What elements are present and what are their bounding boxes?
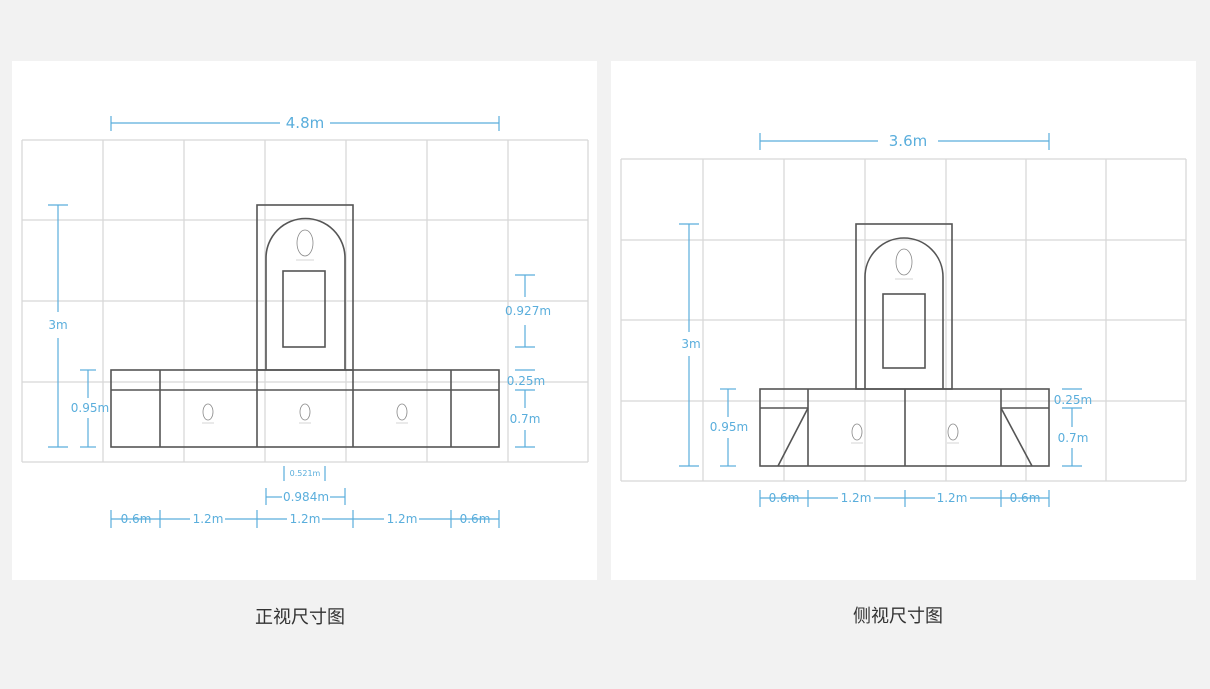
side-segment: 1.2m — [841, 491, 872, 505]
logo-icon — [395, 403, 409, 424]
side-dimensions — [679, 133, 1082, 507]
side-segment: 0.6m — [1010, 491, 1041, 505]
side-base-height: 0.95m — [710, 420, 748, 434]
front-arch-width: 0.984m — [283, 490, 329, 504]
logo-icon — [298, 403, 312, 424]
logo-icon — [201, 403, 215, 424]
side-booth-outline — [759, 223, 1050, 467]
front-booth-outline — [110, 204, 500, 448]
front-cabinet-height: 0.7m — [510, 412, 541, 426]
side-height: 3m — [681, 337, 700, 351]
front-total-width: 4.8m — [286, 114, 324, 132]
front-segment: 0.6m — [121, 512, 152, 526]
side-segment: 0.6m — [769, 491, 800, 505]
front-top-band: 0.25m — [507, 374, 545, 388]
front-screen-height: 0.927m — [505, 304, 551, 318]
logo-icon — [850, 423, 864, 444]
front-view-caption: 正视尺寸图 — [255, 607, 345, 628]
side-top-band: 0.25m — [1054, 393, 1092, 407]
side-grid — [620, 158, 1187, 482]
logo-icon — [894, 248, 914, 280]
front-base-height: 0.95m — [71, 401, 109, 415]
side-view-caption: 侧视尺寸图 — [853, 606, 943, 627]
front-screen-width: 0.521m — [290, 469, 321, 478]
front-segment: 1.2m — [387, 512, 418, 526]
logo-icon — [295, 229, 315, 261]
front-dimensions — [48, 116, 535, 528]
front-view-panel — [12, 61, 597, 580]
front-segment: 1.2m — [193, 512, 224, 526]
logo-icon — [946, 423, 960, 444]
side-total-width: 3.6m — [889, 132, 927, 150]
front-segment: 0.6m — [460, 512, 491, 526]
front-segment: 1.2m — [290, 512, 321, 526]
side-segment: 1.2m — [937, 491, 968, 505]
screen — [882, 293, 926, 369]
front-grid — [21, 139, 589, 463]
screen — [282, 270, 326, 348]
side-cabinet-height: 0.7m — [1058, 431, 1089, 445]
front-height: 3m — [48, 318, 67, 332]
